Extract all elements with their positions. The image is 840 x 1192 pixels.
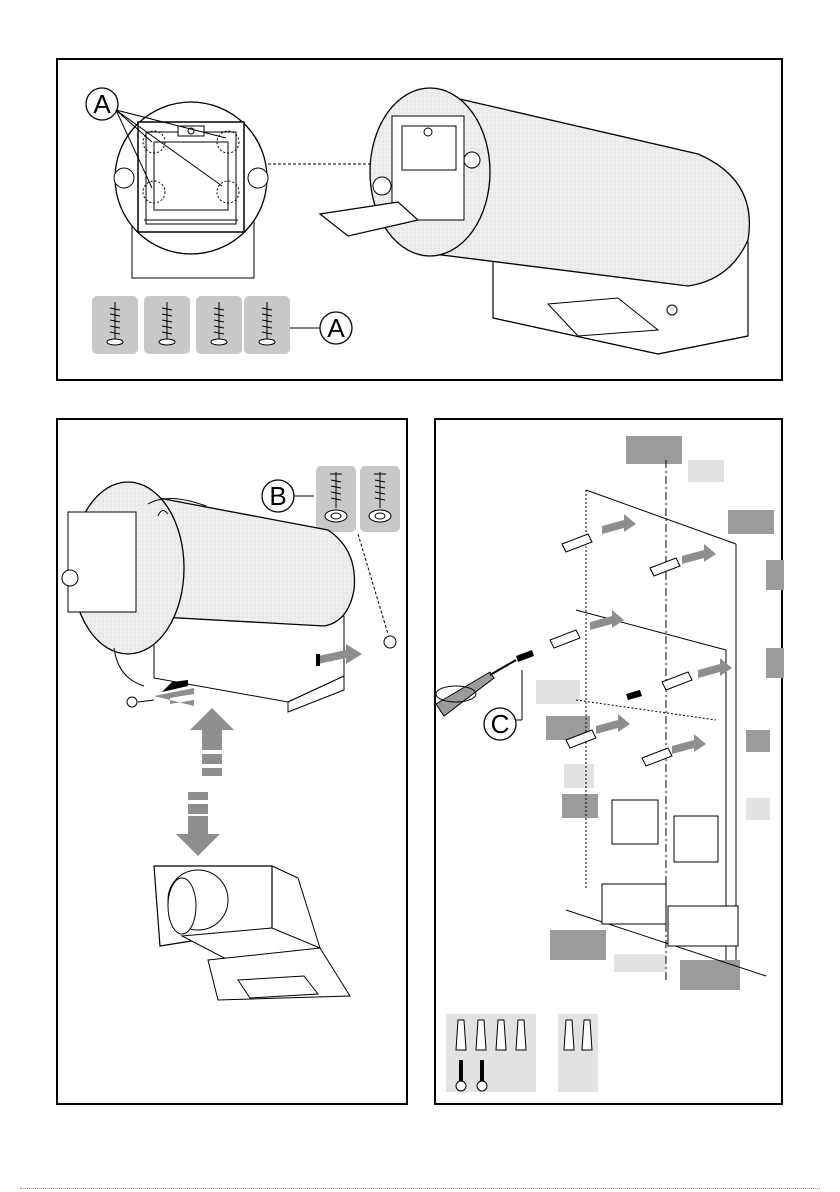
hood-cylinder xyxy=(320,88,749,286)
svg-text:C: C xyxy=(491,709,510,739)
wall-template xyxy=(566,460,766,980)
svg-text:A: A xyxy=(327,313,345,343)
panel-1-illustration: A xyxy=(58,60,785,383)
plug-3 xyxy=(496,1020,506,1050)
screw-tile-2 xyxy=(144,296,190,354)
screwdriver xyxy=(436,650,534,716)
panel-3-illustration: C xyxy=(436,420,785,1107)
step-panel-2: B xyxy=(56,418,408,1105)
screw-tile-4 xyxy=(244,296,290,354)
plug-2 xyxy=(476,1020,486,1050)
screw-tile-1 xyxy=(92,296,138,354)
screw-washer-tile-1 xyxy=(316,466,356,532)
plug-6 xyxy=(582,1020,592,1050)
step-panel-1: A xyxy=(56,58,783,381)
plug-1 xyxy=(456,1020,466,1050)
plug-4 xyxy=(516,1020,526,1050)
screw-tile-3 xyxy=(196,296,242,354)
svg-text:B: B xyxy=(269,481,286,511)
svg-text:A: A xyxy=(93,89,111,119)
screws-a: A xyxy=(92,296,352,354)
motor-unit xyxy=(154,866,350,1000)
page-trim-line xyxy=(20,1188,820,1189)
plug-kit-left xyxy=(446,1014,536,1092)
step-panel-3: C xyxy=(434,418,783,1105)
hood-cylinder-2 xyxy=(62,482,354,712)
vertical-arrows xyxy=(176,708,234,856)
plug-kit-right xyxy=(558,1014,598,1092)
plug-5 xyxy=(564,1020,574,1050)
screw-washer-tile-2 xyxy=(360,466,400,532)
panel-2-illustration: B xyxy=(58,420,410,1107)
